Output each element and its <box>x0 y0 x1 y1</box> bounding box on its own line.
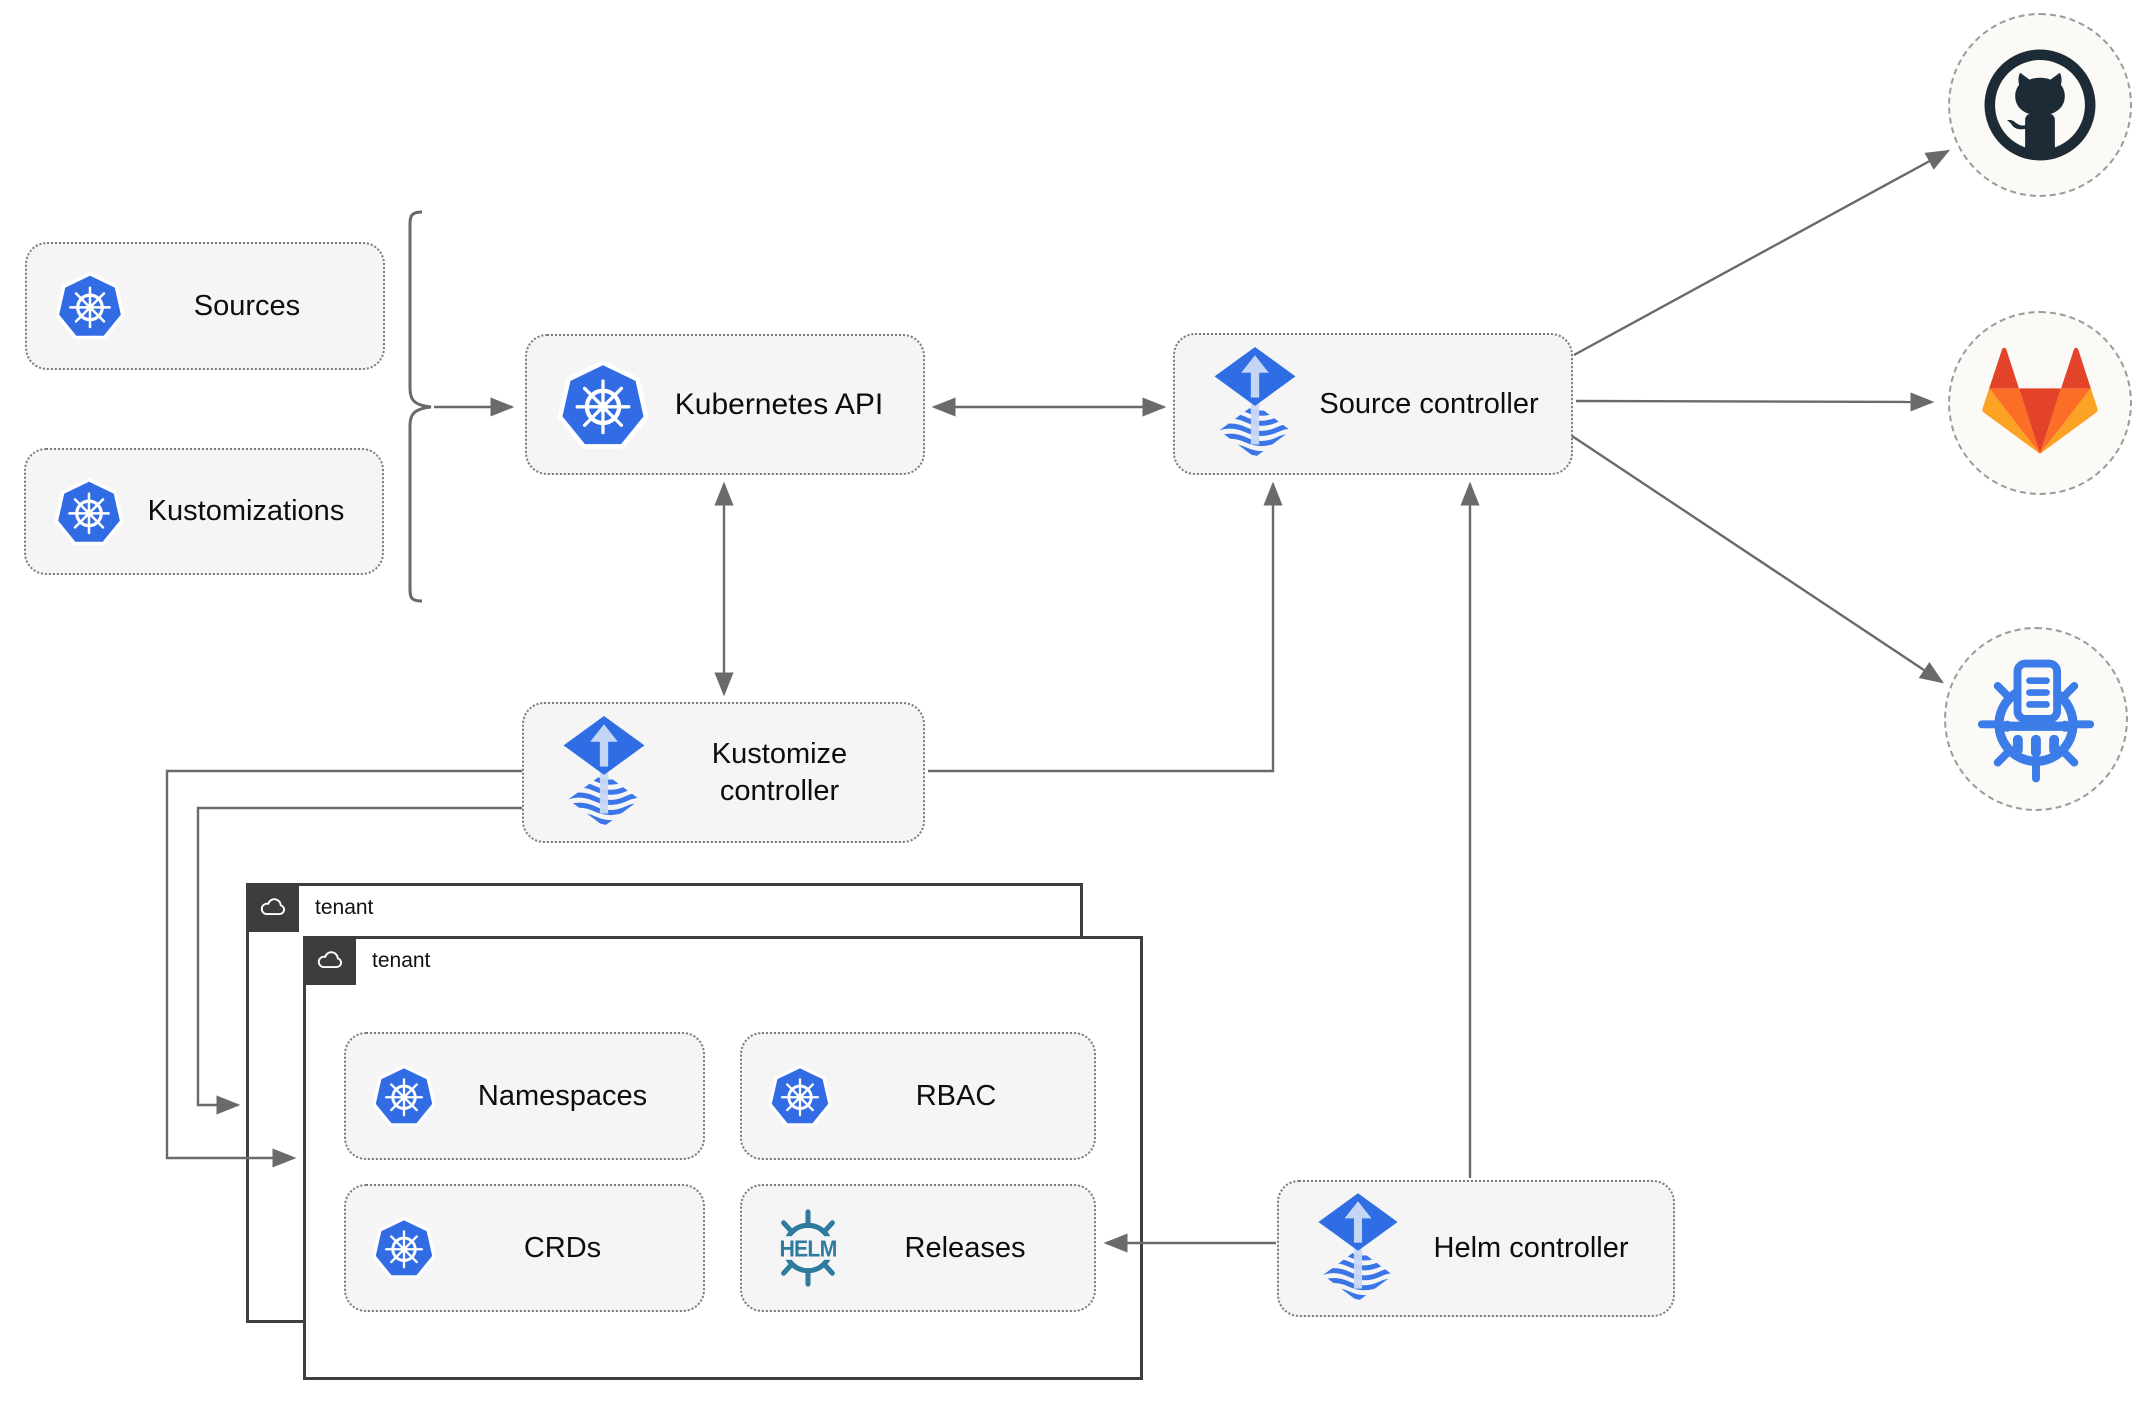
node-crds: CRDs <box>344 1184 705 1312</box>
node-namespaces: Namespaces <box>344 1032 705 1160</box>
node-releases: HELM Releases <box>740 1184 1096 1312</box>
arrow-source-to-gitlab <box>1575 392 1935 412</box>
node-label: Kustomize controller <box>711 738 848 807</box>
flux-icon <box>558 716 650 830</box>
node-helm-controller: Helm controller <box>1277 1180 1675 1317</box>
node-kubernetes-api: Kubernetes API <box>525 334 925 475</box>
tenant-label: tenant <box>372 949 431 972</box>
flux-icon <box>1209 347 1301 461</box>
node-kustomizations: Kustomizations <box>24 448 384 575</box>
node-label: Kubernetes API <box>674 387 884 421</box>
kubernetes-icon <box>55 271 125 341</box>
arrow-source-to-kustomize-repo <box>1571 435 1944 684</box>
flux-icon <box>1313 1193 1403 1305</box>
arrow-source-to-github <box>1573 149 1951 357</box>
node-rbac: RBAC <box>740 1032 1096 1160</box>
helm-logo-icon: HELM <box>766 1206 850 1290</box>
kubernetes-icon <box>372 1216 436 1280</box>
brace-sources-group <box>408 210 432 603</box>
node-kustomize-controller: Kustomize controller <box>522 702 925 843</box>
node-label: Releases <box>904 1231 1026 1264</box>
kustomize-icon <box>1970 653 2102 785</box>
kubernetes-icon <box>768 1064 832 1128</box>
node-label: RBAC <box>915 1079 997 1112</box>
kustomize-repository <box>1944 627 2128 811</box>
node-label: Sources <box>193 289 301 322</box>
github-icon <box>1978 43 2102 167</box>
node-label: Source controller <box>1319 387 1539 420</box>
cloud-icon <box>314 946 346 976</box>
arrow-kustomize-to-source <box>928 481 1283 773</box>
tenant-label: tenant <box>315 896 374 919</box>
tenant-badge <box>246 883 299 932</box>
github-repository <box>1948 13 2132 197</box>
helm-logo-text: HELM <box>779 1235 836 1261</box>
gitlab-icon <box>1978 341 2102 465</box>
cloud-icon <box>257 893 289 923</box>
node-label: CRDs <box>523 1231 602 1264</box>
kubernetes-icon <box>557 359 649 451</box>
node-sources: Sources <box>25 242 385 370</box>
gitlab-repository <box>1948 311 2132 495</box>
node-label: Namespaces <box>477 1079 648 1112</box>
node-source-controller: Source controller <box>1173 333 1573 475</box>
kubernetes-icon <box>54 477 124 547</box>
node-label: Helm controller <box>1433 1232 1629 1265</box>
tenant-badge <box>303 936 356 985</box>
node-label: Kustomizations <box>147 495 345 528</box>
kubernetes-icon <box>372 1064 436 1128</box>
